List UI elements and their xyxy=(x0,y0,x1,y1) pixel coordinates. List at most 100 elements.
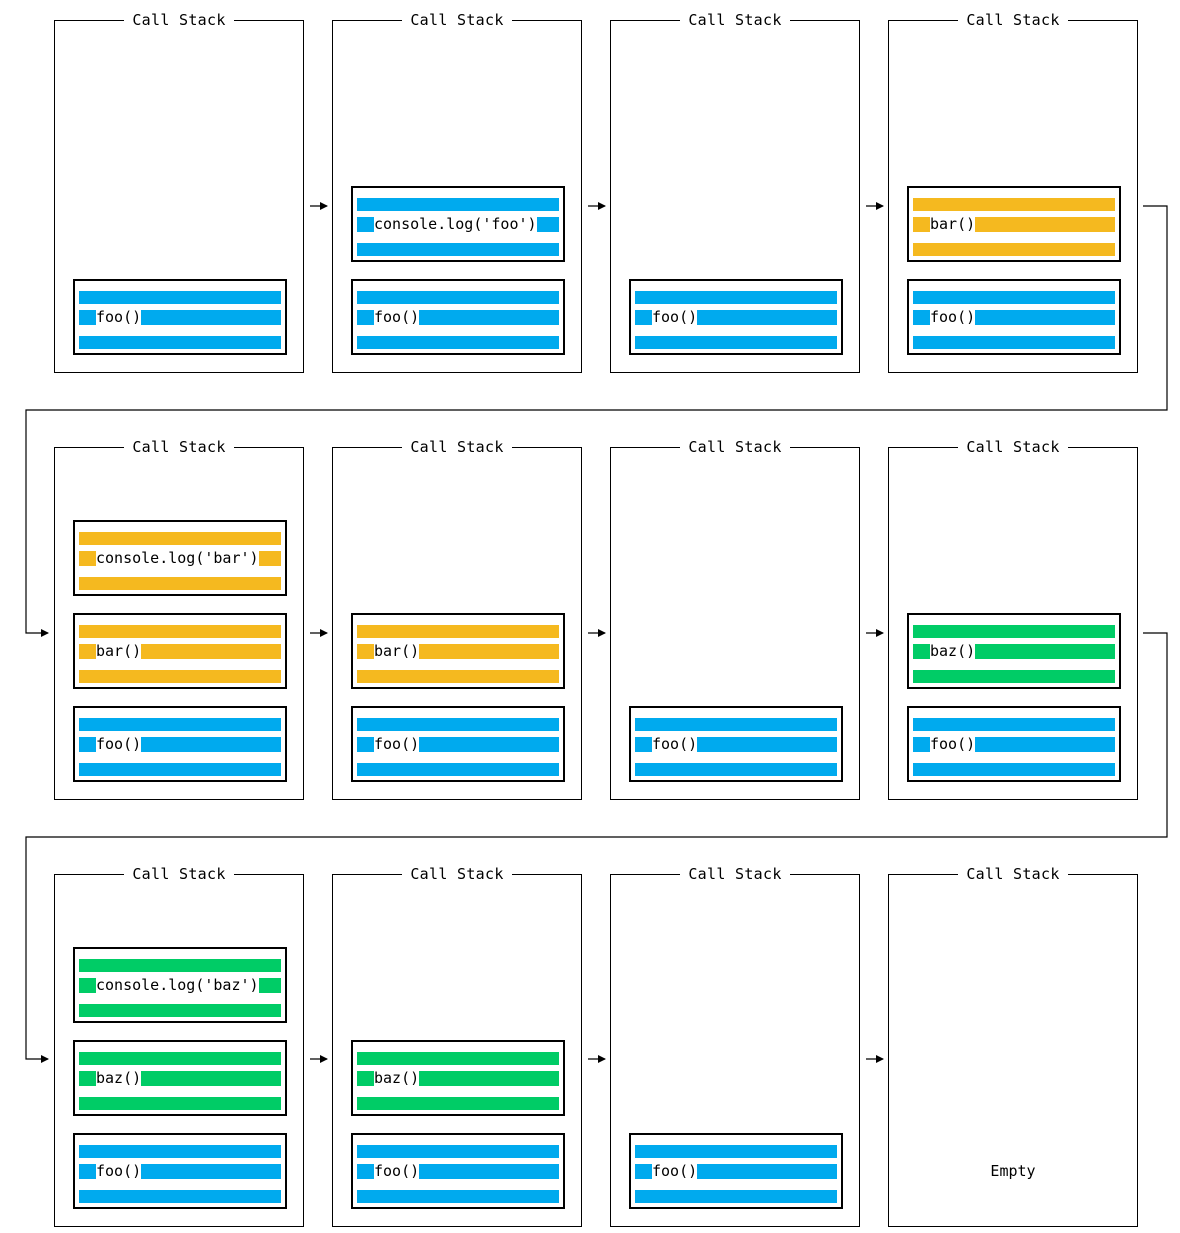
stack-frame: console.log('baz') xyxy=(73,947,287,1023)
frame-stripe xyxy=(79,763,281,776)
frame-label-row: foo() xyxy=(357,737,559,752)
wrap-connector xyxy=(25,205,1168,637)
frame-label: foo() xyxy=(374,308,420,326)
stack-frame: bar() xyxy=(73,613,287,689)
frame-stripe xyxy=(357,198,559,211)
frame-stripe xyxy=(357,336,559,349)
frame-stripe xyxy=(79,310,96,325)
frame-stripe xyxy=(79,1190,281,1203)
frame-stripe xyxy=(697,737,837,752)
frame-stripe xyxy=(79,1145,281,1158)
frame-stripe xyxy=(913,336,1115,349)
frame-label: foo() xyxy=(96,735,142,753)
frame-stripe xyxy=(975,217,1115,232)
frame-stripe xyxy=(79,978,96,993)
frame-label: foo() xyxy=(96,1162,142,1180)
frame-label: foo() xyxy=(96,308,142,326)
panel-title: Call Stack xyxy=(55,438,303,456)
frame-label-row: foo() xyxy=(79,310,281,325)
frame-stripe xyxy=(913,625,1115,638)
call-stack-panel: Call Stack baz() foo() xyxy=(888,438,1138,800)
frame-stripe xyxy=(975,644,1115,659)
frame-stripe xyxy=(913,198,1115,211)
call-stack-panel: Call Stack foo() xyxy=(610,438,860,800)
stack-frame: console.log('bar') xyxy=(73,520,287,596)
frame-stripe xyxy=(536,217,559,232)
frame-stripe xyxy=(357,243,559,256)
frame-stripe xyxy=(141,1071,281,1086)
panel-title-text: Call Stack xyxy=(680,438,790,456)
frame-label: console.log('bar') xyxy=(96,549,259,567)
frame-label-row: foo() xyxy=(357,310,559,325)
stack-frame: foo() xyxy=(351,706,565,782)
call-stack-panel: Call Stack foo() xyxy=(610,11,860,373)
frame-label-row: baz() xyxy=(357,1071,559,1086)
wrap-connector xyxy=(25,632,1168,1063)
call-stack-panel: Call Stack baz() foo() xyxy=(332,865,582,1227)
frame-stripe xyxy=(419,310,559,325)
panel-title: Call Stack xyxy=(889,865,1137,883)
frame-stripe xyxy=(357,1097,559,1110)
frame-stripe xyxy=(357,1164,374,1179)
frame-stripe xyxy=(913,737,930,752)
frame-stripe xyxy=(79,718,281,731)
frame-stripe xyxy=(913,644,930,659)
panel-title: Call Stack xyxy=(611,11,859,29)
frame-stripe xyxy=(913,291,1115,304)
frame-stripe xyxy=(635,310,652,325)
frame-stripe xyxy=(79,670,281,683)
stack-frame: foo() xyxy=(73,706,287,782)
stack-frame: baz() xyxy=(73,1040,287,1116)
frame-label-row: bar() xyxy=(357,644,559,659)
frame-stripe xyxy=(635,291,837,304)
frame-label: bar() xyxy=(374,642,420,660)
frame-stripe xyxy=(635,336,837,349)
frame-label-row: bar() xyxy=(79,644,281,659)
frame-label-row: foo() xyxy=(635,737,837,752)
frame-stripe xyxy=(419,1164,559,1179)
frame-label-row: console.log('bar') xyxy=(79,551,281,566)
frame-label: bar() xyxy=(96,642,142,660)
frame-stripe xyxy=(79,291,281,304)
stack-frame: bar() xyxy=(351,613,565,689)
frame-stripe xyxy=(635,718,837,731)
frame-label: baz() xyxy=(374,1069,420,1087)
frame-stripe xyxy=(635,1190,837,1203)
frame-label-row: baz() xyxy=(79,1071,281,1086)
frame-stripe xyxy=(79,1052,281,1065)
panel-title-text: Call Stack xyxy=(680,11,790,29)
panel-title-text: Call Stack xyxy=(958,11,1068,29)
panel-title: Call Stack xyxy=(55,11,303,29)
frame-stripe xyxy=(357,644,374,659)
panel-title-text: Call Stack xyxy=(958,438,1068,456)
frame-label-row: console.log('baz') xyxy=(79,978,281,993)
stack-frame: foo() xyxy=(629,279,843,355)
frame-stripe xyxy=(79,644,96,659)
frame-stripe xyxy=(79,336,281,349)
frame-stripe xyxy=(357,763,559,776)
frame-stripe xyxy=(357,1145,559,1158)
frame-label-row: foo() xyxy=(913,310,1115,325)
frame-label-row: bar() xyxy=(913,217,1115,232)
stack-frame: foo() xyxy=(73,279,287,355)
frame-label: foo() xyxy=(374,1162,420,1180)
frame-label: foo() xyxy=(930,735,976,753)
stack-frame: foo() xyxy=(73,1133,287,1209)
frame-stripe xyxy=(419,1071,559,1086)
frame-label-row: foo() xyxy=(913,737,1115,752)
frame-stripe xyxy=(79,625,281,638)
panel-title: Call Stack xyxy=(333,865,581,883)
stack-frame: foo() xyxy=(351,279,565,355)
stack-frame: foo() xyxy=(351,1133,565,1209)
frame-stripe xyxy=(258,978,281,993)
frame-label-row: foo() xyxy=(357,1164,559,1179)
frame-label-row: baz() xyxy=(913,644,1115,659)
frame-stripe xyxy=(79,577,281,590)
frame-label: foo() xyxy=(652,735,698,753)
frame-stripe xyxy=(975,310,1115,325)
frame-stripe xyxy=(913,217,930,232)
